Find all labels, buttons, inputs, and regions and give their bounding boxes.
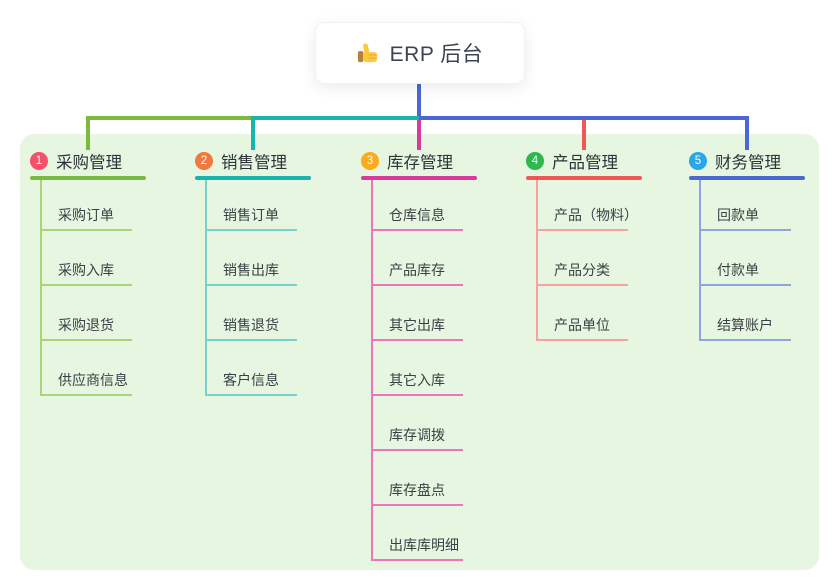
- child-node[interactable]: 产品库存: [389, 262, 445, 278]
- child-node[interactable]: 库存调拨: [389, 427, 445, 443]
- child-node-underline: [205, 339, 297, 341]
- branch-number-badge: 1: [30, 152, 48, 170]
- branch-stub-line-5: [745, 116, 749, 150]
- child-node[interactable]: 产品单位: [554, 317, 610, 333]
- branch-node[interactable]: 3 库存管理: [361, 148, 453, 174]
- branch-number-badge: 3: [361, 152, 379, 170]
- branch-underline: [526, 176, 642, 180]
- branch-title-label: 财务管理: [715, 154, 781, 172]
- child-node[interactable]: 其它出库: [389, 317, 445, 333]
- child-node-underline: [40, 394, 132, 396]
- branch-number-badge: 4: [526, 152, 544, 170]
- child-node-underline: [371, 559, 463, 561]
- branch-underline: [195, 176, 311, 180]
- branch-title-label: 库存管理: [387, 154, 453, 172]
- child-node[interactable]: 付款单: [717, 262, 759, 278]
- rail-segment-branch-5: [419, 116, 749, 120]
- branches-panel: [20, 134, 819, 570]
- root-label: ERP 后台: [389, 43, 484, 66]
- child-node-underline: [371, 284, 463, 286]
- child-node-underline: [40, 339, 132, 341]
- root-node[interactable]: ERP 后台: [315, 22, 525, 84]
- child-connector-vline: [371, 180, 373, 561]
- branch-underline: [361, 176, 477, 180]
- child-node[interactable]: 产品（物料）: [554, 207, 638, 223]
- branch-node[interactable]: 1 采购管理: [30, 148, 122, 174]
- child-node[interactable]: 回款单: [717, 207, 759, 223]
- child-node[interactable]: 采购入库: [58, 262, 114, 278]
- child-node[interactable]: 其它入库: [389, 372, 445, 388]
- branch-number-badge: 2: [195, 152, 213, 170]
- child-node[interactable]: 采购退货: [58, 317, 114, 333]
- child-node[interactable]: 销售订单: [223, 207, 279, 223]
- branch-node[interactable]: 5 财务管理: [689, 148, 781, 174]
- branch-stub-line-4: [582, 120, 586, 150]
- branch-title-label: 销售管理: [221, 154, 287, 172]
- child-node[interactable]: 销售出库: [223, 262, 279, 278]
- rail-segment-branch-2: [251, 116, 419, 120]
- branch-underline: [30, 176, 146, 180]
- branch-node[interactable]: 4 产品管理: [526, 148, 618, 174]
- child-node-underline: [536, 229, 628, 231]
- child-node-underline: [371, 339, 463, 341]
- child-node-underline: [699, 284, 791, 286]
- child-node-underline: [536, 284, 628, 286]
- thumbs-up-icon: [357, 42, 380, 65]
- root-stem-line: [417, 82, 421, 120]
- branch-title-label: 采购管理: [56, 154, 122, 172]
- branch-stub-line-3: [417, 120, 421, 150]
- child-connector-vline: [536, 180, 538, 341]
- child-node-underline: [371, 504, 463, 506]
- child-node[interactable]: 销售退货: [223, 317, 279, 333]
- child-node-underline: [699, 229, 791, 231]
- child-node-underline: [536, 339, 628, 341]
- child-connector-vline: [40, 180, 42, 396]
- branch-title-label: 产品管理: [552, 154, 618, 172]
- child-node-underline: [40, 229, 132, 231]
- child-node[interactable]: 产品分类: [554, 262, 610, 278]
- child-node[interactable]: 供应商信息: [58, 372, 128, 388]
- child-node-underline: [205, 394, 297, 396]
- branch-underline: [689, 176, 805, 180]
- child-node-underline: [699, 339, 791, 341]
- child-node[interactable]: 库存盘点: [389, 482, 445, 498]
- child-node[interactable]: 出库库明细: [389, 537, 459, 553]
- child-node-underline: [371, 394, 463, 396]
- child-node[interactable]: 客户信息: [223, 372, 279, 388]
- child-node-underline: [371, 449, 463, 451]
- child-connector-vline: [205, 180, 207, 396]
- child-node[interactable]: 仓库信息: [389, 207, 445, 223]
- child-node-underline: [205, 284, 297, 286]
- rail-segment-branch-1: [86, 116, 251, 120]
- child-node-underline: [371, 229, 463, 231]
- child-connector-vline: [699, 180, 701, 341]
- branch-number-badge: 5: [689, 152, 707, 170]
- branch-node[interactable]: 2 销售管理: [195, 148, 287, 174]
- child-node[interactable]: 采购订单: [58, 207, 114, 223]
- branch-stub-line-1: [86, 116, 90, 150]
- branch-stub-line-2: [251, 116, 255, 150]
- child-node-underline: [40, 284, 132, 286]
- child-node-underline: [205, 229, 297, 231]
- child-node[interactable]: 结算账户: [717, 317, 773, 333]
